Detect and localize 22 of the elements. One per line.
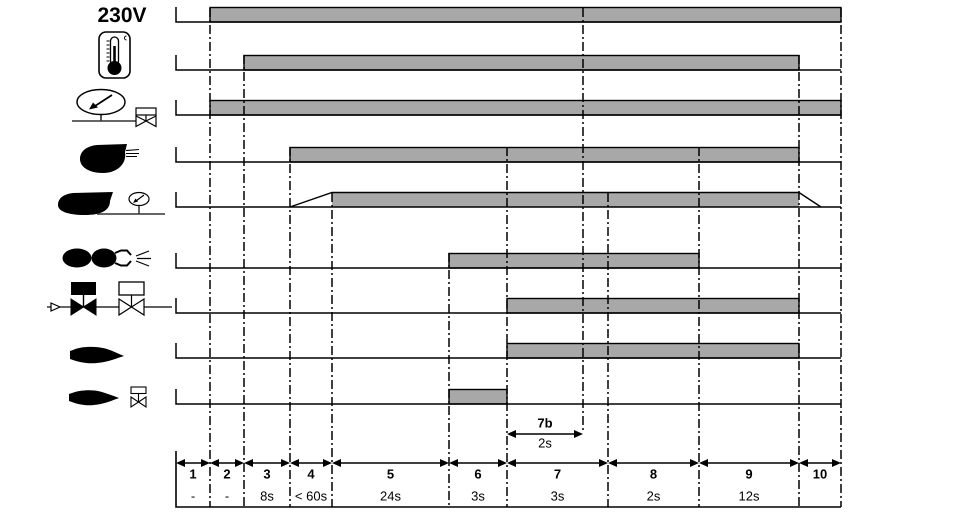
phase-number: 7b	[537, 416, 553, 432]
phase-number: 1	[189, 468, 197, 482]
phase-duration: 12s	[738, 490, 760, 504]
phase-number: 3	[263, 468, 271, 482]
phase-number: 9	[745, 468, 753, 482]
phase-number: 7	[554, 468, 562, 482]
phase-duration: 8s	[260, 490, 274, 504]
phase-number: 6	[474, 468, 482, 482]
phase-duration: -	[224, 490, 230, 504]
phase-duration: < 60s	[294, 490, 328, 504]
phase-duration: -	[190, 490, 196, 504]
phase-number: 5	[386, 468, 394, 482]
phase-number: 8	[650, 468, 658, 482]
phase-number: 10	[812, 468, 828, 482]
phase-duration: 24s	[380, 490, 401, 504]
voltage-label: 230V	[97, 4, 147, 28]
phase-duration: 2s	[538, 436, 552, 452]
phase-duration: 3s	[471, 490, 485, 504]
phase-duration: 3s	[550, 490, 564, 504]
phase-number: 4	[307, 468, 315, 482]
phase-duration: 2s	[646, 490, 660, 504]
phase-number: 2	[223, 468, 231, 482]
